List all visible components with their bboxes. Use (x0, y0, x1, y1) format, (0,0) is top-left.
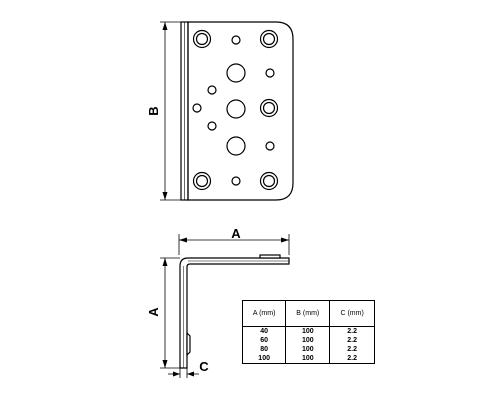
cell-b: 100 (285, 326, 331, 336)
corner-hole (192, 29, 212, 49)
dimension-b-label: B (146, 106, 161, 115)
dimension-a-top (178, 234, 290, 255)
cell-c: 2.2 (329, 345, 375, 354)
table-row: 60 100 2.2 (241, 336, 375, 345)
column-header-b: B (mm) (285, 300, 331, 327)
flange-edge (180, 21, 189, 201)
table-header-row: A (mm) B (mm) C (mm) (241, 300, 375, 327)
cell-c: 2.2 (329, 326, 375, 336)
corner-hole (192, 171, 212, 191)
corner-hole (259, 98, 279, 118)
cell-a: 60 (241, 336, 287, 345)
dimensions-table: A (mm) B (mm) C (mm) 40 100 2.2 60 100 2… (241, 300, 375, 364)
cell-b: 100 (285, 336, 331, 345)
cell-a: 100 (241, 354, 287, 364)
dimension-c-label: C (199, 359, 209, 374)
cell-a: 80 (241, 345, 287, 354)
dimension-a-top-label: A (231, 226, 241, 241)
dimension-a-side-label: A (146, 307, 161, 317)
large-hole (226, 99, 246, 119)
dimension-a-side (160, 257, 180, 369)
screw-head (259, 254, 281, 259)
dimension-c (168, 368, 199, 378)
small-hole (231, 176, 241, 186)
cell-b: 100 (285, 354, 331, 364)
cell-a: 40 (241, 326, 287, 336)
corner-hole (259, 171, 279, 191)
dimension-b (160, 21, 182, 201)
cell-b: 100 (285, 345, 331, 354)
side-view: A A C (146, 226, 290, 378)
column-header-c: C (mm) (329, 300, 375, 327)
small-hole (231, 35, 241, 45)
cell-c: 2.2 (329, 354, 375, 364)
table-row: 80 100 2.2 (241, 345, 375, 354)
front-view: B (146, 21, 294, 201)
table-row: 40 100 2.2 (241, 326, 375, 336)
small-hole (265, 141, 275, 151)
bracket-plate (187, 21, 294, 201)
small-hole (192, 103, 202, 113)
cell-c: 2.2 (329, 336, 375, 345)
corner-hole (259, 29, 279, 49)
large-hole (226, 63, 246, 83)
l-profile (179, 257, 290, 369)
table-row: 100 100 2.2 (241, 354, 375, 364)
large-hole (226, 136, 246, 156)
small-hole (207, 85, 217, 95)
small-hole (265, 68, 275, 78)
screw-head (186, 331, 191, 357)
column-header-a: A (mm) (241, 300, 287, 327)
small-hole (207, 121, 217, 131)
